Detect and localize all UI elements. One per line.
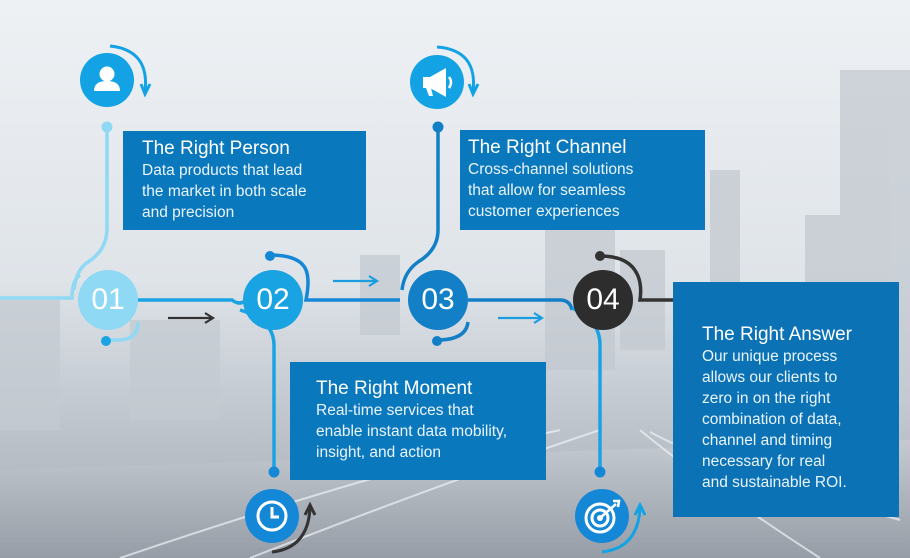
step-number-03: 03	[408, 270, 468, 330]
arrow-01-02	[168, 312, 216, 324]
step-description: Cross-channel solutions that allow for s…	[468, 161, 634, 220]
step-number-02: 02	[243, 270, 303, 330]
step-description: Real-time services that enable instant d…	[316, 402, 507, 461]
connector-line-01-right	[137, 298, 248, 305]
step-title: The Right Answer	[702, 324, 852, 345]
connector-line-01-down	[108, 321, 140, 342]
connector-line-04-top	[599, 254, 756, 302]
megaphone-icon	[410, 55, 464, 109]
step-title: The Right Person	[142, 138, 290, 159]
arrow-02-03	[333, 275, 380, 287]
step-number-04: 04	[573, 270, 633, 330]
step-number-01: 01	[78, 270, 138, 330]
connector-line-01-up	[72, 127, 109, 291]
step-card-right-person: The Right Person Data products that lead…	[123, 131, 366, 230]
step-card-right-channel: The Right Channel Cross-channel solution…	[460, 130, 705, 230]
step-card-right-answer: The Right Answer Our unique process allo…	[673, 282, 899, 517]
connector-line-03-right	[468, 298, 574, 311]
flow-arrows	[168, 275, 545, 324]
clock-icon	[245, 489, 299, 543]
arrow-03-04	[498, 312, 545, 324]
step-title: The Right Moment	[316, 378, 473, 399]
target-icon	[575, 489, 629, 543]
step-description: Our unique process allows our clients to…	[702, 348, 847, 491]
step-title: The Right Channel	[468, 137, 627, 158]
step-card-right-moment: The Right Moment Real-time services that…	[290, 362, 546, 480]
icon-arcs	[109, 44, 647, 554]
connector-line-02-top	[269, 253, 400, 302]
connector-line-03-up	[400, 127, 440, 291]
step-description: Data products that lead the market in bo…	[142, 162, 307, 221]
person-icon	[80, 53, 134, 107]
